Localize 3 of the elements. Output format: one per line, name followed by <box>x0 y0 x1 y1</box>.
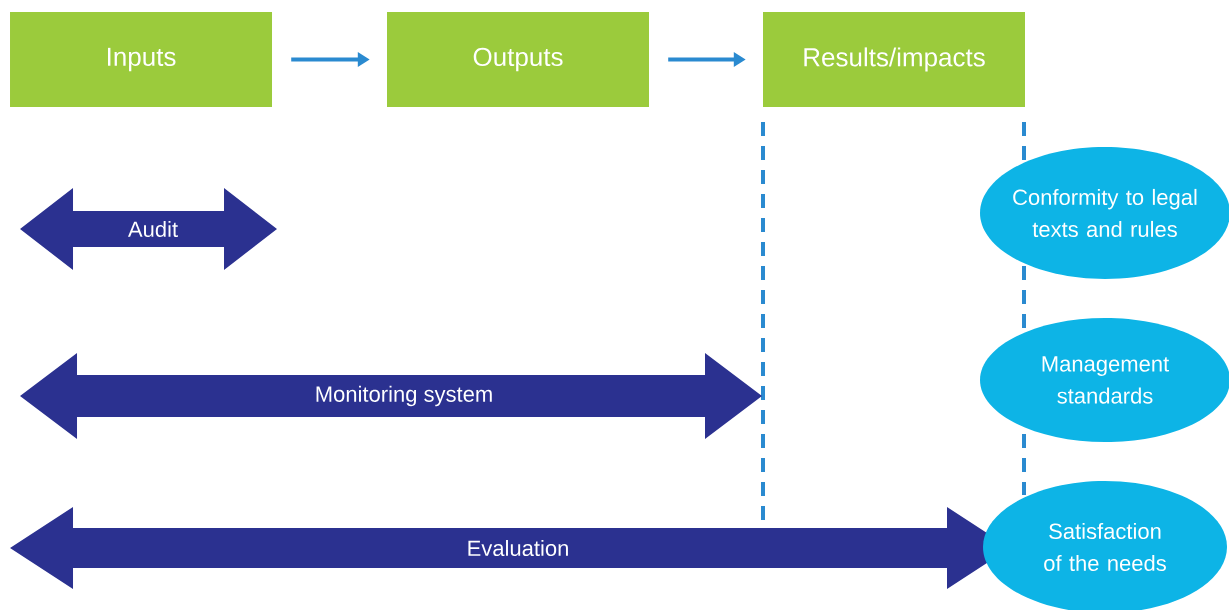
process-box: Outputs <box>387 12 649 107</box>
process-box: Inputs <box>10 12 272 107</box>
process-box: Results/impacts <box>763 12 1025 107</box>
